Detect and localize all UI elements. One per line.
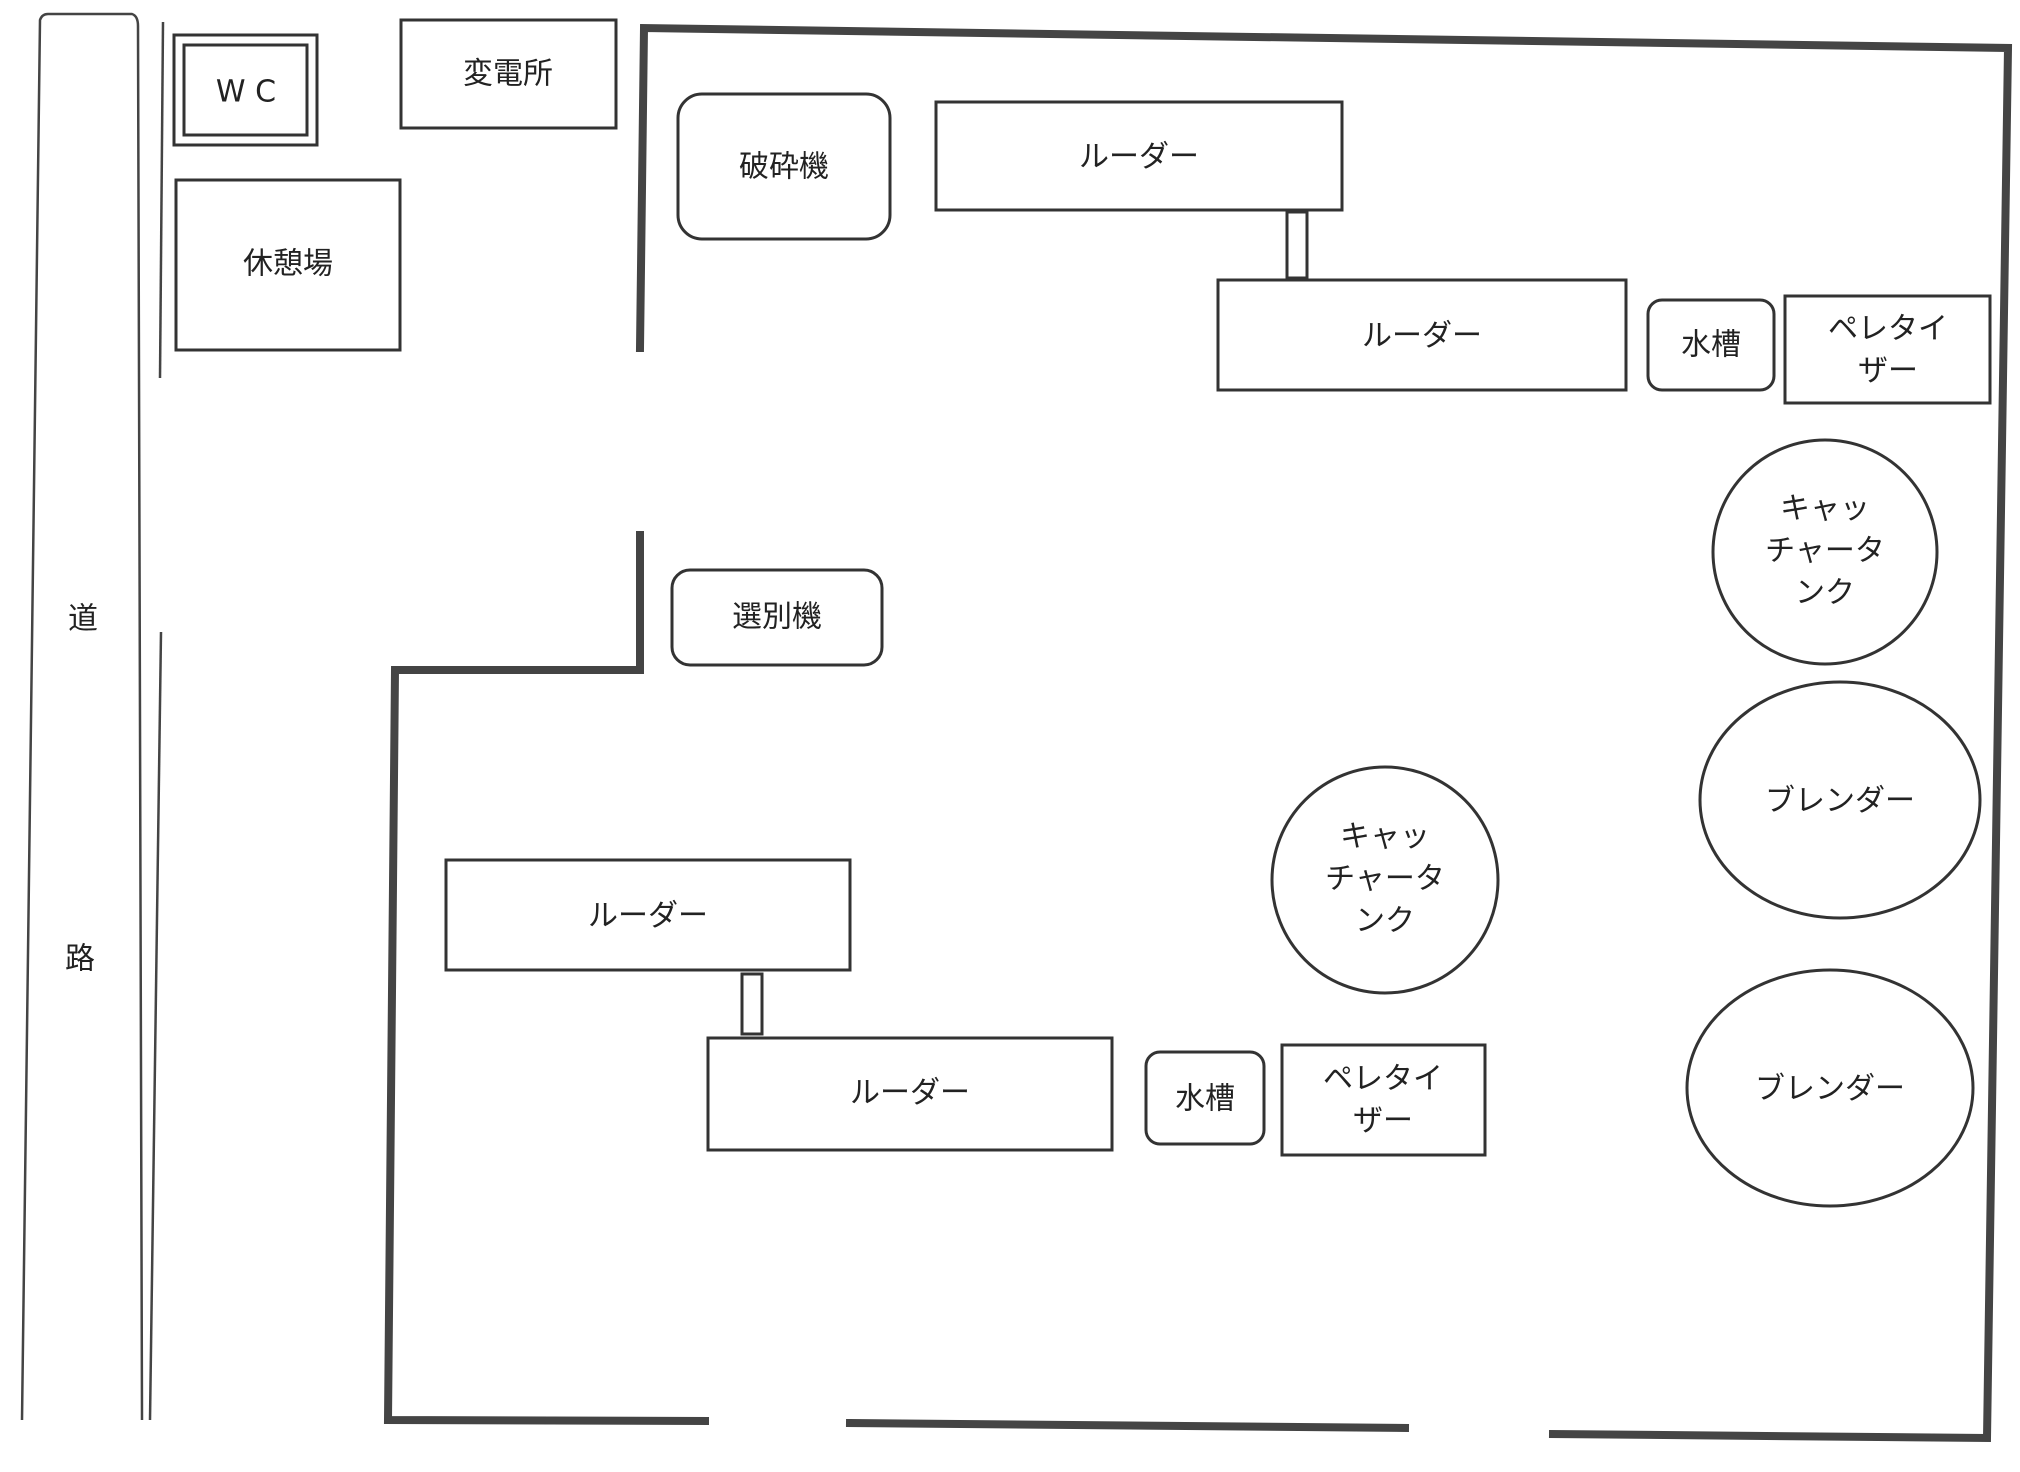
catcher-tank-lower-circle xyxy=(1270,765,1500,995)
pelletizer-lower-line2: ザー xyxy=(1353,1104,1413,1139)
wall-north-east xyxy=(635,23,2013,1443)
pelletizer-upper: ペレタイ ザー xyxy=(1783,294,1992,405)
ruder-upper-2-box xyxy=(1216,278,1628,392)
sorter-box xyxy=(670,568,884,667)
substation: 変電所 xyxy=(399,18,618,130)
ruder-lower-connector xyxy=(740,972,764,1036)
water-tank-lower-box xyxy=(1144,1050,1266,1146)
blender-lower: ブレンダー xyxy=(1685,968,1975,1208)
site-boundary-lower xyxy=(148,631,163,1421)
ruder-upper-2-label: ルーダー xyxy=(1362,319,1482,354)
catcher-tank-lower-line1: キャッ xyxy=(1340,820,1430,855)
road-label-2: 路 xyxy=(65,942,95,977)
catcher-tank-upper-line3: ンク xyxy=(1795,576,1855,611)
ruder-upper-connector xyxy=(1285,210,1309,280)
crusher-box xyxy=(676,92,892,241)
rest-area: 休憩場 xyxy=(174,178,402,352)
ruder-lower-1-box xyxy=(444,858,852,972)
wc: W C xyxy=(172,33,319,147)
ruder-upper-1: ルーダー xyxy=(934,100,1344,212)
ruder-lower-2-label: ルーダー xyxy=(850,1076,970,1111)
pelletizer-lower-box xyxy=(1280,1043,1487,1157)
blender-lower-ellipse xyxy=(1685,968,1975,1208)
ruder-upper-1-box xyxy=(934,100,1344,212)
ruder-lower-1-label: ルーダー xyxy=(588,899,708,934)
catcher-tank-lower: キャッ チャータ ンク xyxy=(1270,765,1500,995)
pelletizer-lower: ペレタイ ザー xyxy=(1280,1043,1487,1157)
blender-upper-ellipse xyxy=(1698,680,1982,920)
road-label-1: 道 xyxy=(68,602,98,637)
water-tank-upper: 水槽 xyxy=(1646,298,1776,392)
ruder-lower-2: ルーダー xyxy=(706,1036,1114,1152)
sorter-label: 選別機 xyxy=(732,600,822,635)
blender-upper: ブレンダー xyxy=(1698,680,1982,920)
pelletizer-upper-line1: ペレタイ xyxy=(1828,312,1948,347)
pelletizer-upper-line2: ザー xyxy=(1858,354,1918,389)
catcher-tank-upper-line1: キャッ xyxy=(1780,492,1870,527)
rest-area-box xyxy=(174,178,402,352)
water-tank-upper-box xyxy=(1646,298,1776,392)
sorter: 選別機 xyxy=(670,568,884,667)
wc-label: W C xyxy=(216,75,276,110)
water-tank-lower-label: 水槽 xyxy=(1175,1082,1235,1117)
ruder-upper-1-label: ルーダー xyxy=(1079,140,1199,175)
ruder-lower-1: ルーダー xyxy=(444,858,852,972)
catcher-tank-lower-line2: チャータ xyxy=(1325,862,1445,897)
blender-lower-label: ブレンダー xyxy=(1755,1072,1905,1107)
site-boundary-upper xyxy=(158,21,165,379)
blender-upper-label: ブレンダー xyxy=(1765,784,1915,819)
road-outline xyxy=(20,12,144,1421)
water-tank-upper-label: 水槽 xyxy=(1681,328,1741,363)
rest-area-label: 休憩場 xyxy=(243,247,333,282)
water-tank-lower: 水槽 xyxy=(1144,1050,1266,1146)
crusher: 破砕機 xyxy=(676,92,892,241)
pelletizer-upper-box xyxy=(1783,294,1992,405)
wall-south-middle xyxy=(845,1418,1410,1433)
building-walls xyxy=(383,23,2013,1443)
crusher-label: 破砕機 xyxy=(739,150,829,185)
ruder-lower-2-box xyxy=(706,1036,1114,1152)
substation-label: 変電所 xyxy=(463,57,553,92)
ruder-upper-2: ルーダー xyxy=(1216,278,1628,392)
substation-box xyxy=(399,18,618,130)
wall-west xyxy=(383,531,710,1426)
wc-inner xyxy=(182,43,309,137)
road: 道 路 xyxy=(20,12,144,1421)
catcher-tank-upper-line2: チャータ xyxy=(1765,534,1885,569)
pelletizer-lower-line1: ペレタイ xyxy=(1323,1062,1443,1097)
catcher-tank-upper-circle xyxy=(1711,438,1939,666)
catcher-tank-lower-line3: ンク xyxy=(1355,904,1415,939)
catcher-tank-upper: キャッ チャータ ンク xyxy=(1711,438,1939,666)
